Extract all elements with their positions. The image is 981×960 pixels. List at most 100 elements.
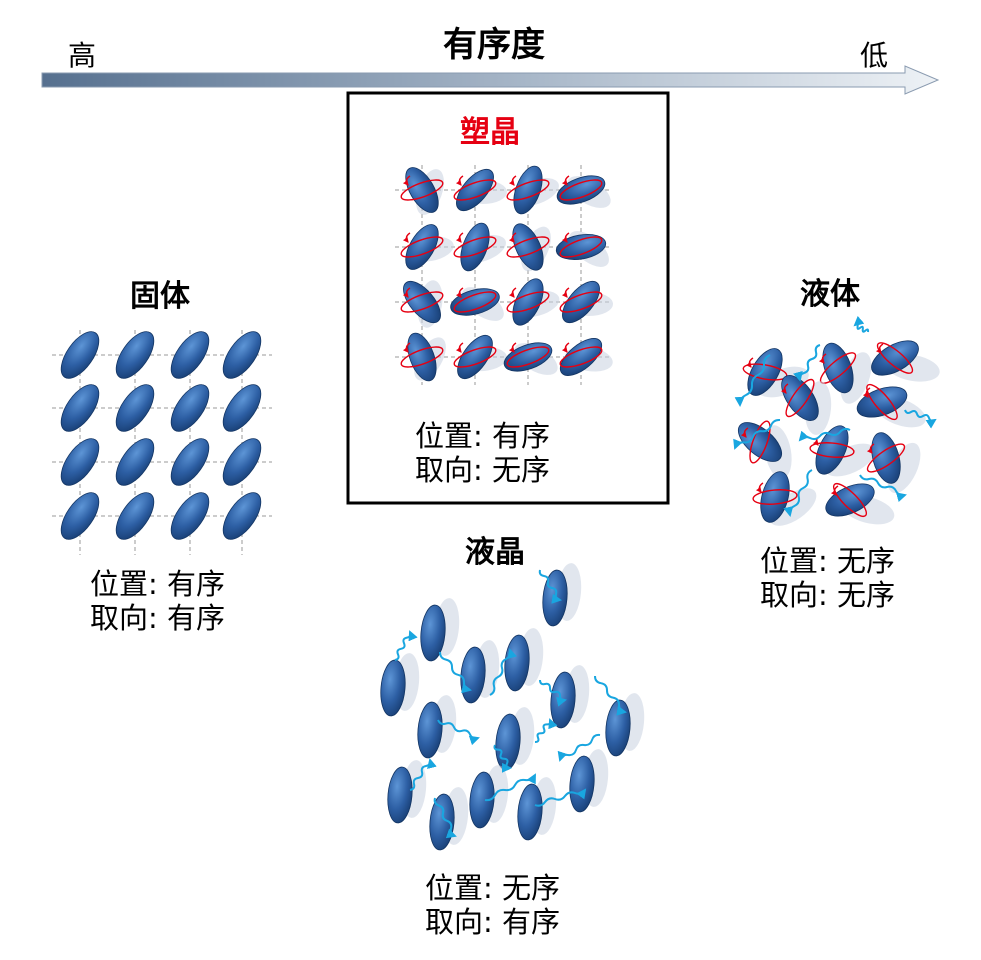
lc-diffusion-arrow-10 xyxy=(433,797,457,839)
solid-molecule-3-3 xyxy=(222,492,262,540)
liquid-crystal-molecules xyxy=(380,563,645,851)
plastic-rotation-3-3-curl xyxy=(562,342,570,353)
plastic-rotation-0-0-curl xyxy=(403,175,411,186)
liquid-diffusion-arrow-3 xyxy=(733,418,781,450)
solid-molecule-1-2 xyxy=(170,384,210,432)
plastic-rotation-2-0-curl xyxy=(403,287,411,298)
solid-molecule-3-0 xyxy=(60,492,100,540)
liquid-rotation-5-curl xyxy=(741,427,749,438)
liquid-rotation-4-curl xyxy=(863,387,871,398)
plastic-molecule-2-0 xyxy=(403,280,441,324)
plastic-rotation-3-1-curl xyxy=(456,342,464,353)
liquid-rotation-9-ring xyxy=(832,482,868,518)
solid-molecule-1-0 xyxy=(60,384,100,432)
plastic-rotation-2-2-ring xyxy=(506,291,550,313)
lc-orientation-text: 取向: 有序 xyxy=(425,905,560,939)
plastic-rotation-3-2-curl xyxy=(509,342,517,353)
plastic-molecule-1-2 xyxy=(512,223,544,271)
liquid-molecule-9 xyxy=(825,483,875,517)
liquid-rotation-9-curl xyxy=(831,485,839,496)
lc-diffusion-arrow-11 xyxy=(484,773,536,802)
solid-molecule-2-3 xyxy=(222,438,262,486)
solid-molecule-1-3 xyxy=(222,384,262,432)
solid-title: 固体 xyxy=(130,279,190,314)
plastic-rotation-1-1-curl xyxy=(456,232,464,243)
plastic-rotation-1-0-curl xyxy=(403,232,411,243)
plastic-molecule-2-2 xyxy=(512,278,544,326)
solid-molecule-0-2 xyxy=(170,331,210,379)
plastic-rotation-2-2-curl xyxy=(509,287,517,298)
liquid-crystal-title: 液晶 xyxy=(465,535,525,570)
liquid-molecule-6 xyxy=(815,425,849,475)
axis-low-label: 低 xyxy=(860,39,889,72)
liquid-orientation-text: 取向: 无序 xyxy=(760,578,895,612)
plastic-rotation-3-0-ring xyxy=(400,346,444,368)
liquid-rotation-6-ring xyxy=(809,442,855,458)
order-axis-arrow xyxy=(41,65,940,95)
liquid-molecule-5 xyxy=(738,422,782,462)
plastic-rotation-2-0-ring xyxy=(400,291,444,313)
lc-diffusion-arrow-12 xyxy=(534,788,587,807)
lc-diffusion-arrow-9 xyxy=(409,758,437,791)
plastic-molecule-3-2 xyxy=(503,342,553,372)
plastic-molecule-3-0 xyxy=(407,332,437,382)
plastic-rotation-2-1-curl xyxy=(456,287,464,298)
solid-molecule-0-3 xyxy=(222,331,262,379)
axis-high-label: 高 xyxy=(68,39,97,72)
plastic-rotation-3-1-ring xyxy=(453,346,497,368)
plastic-crystal-molecules xyxy=(395,165,613,385)
lc-molecule-12 xyxy=(469,771,495,829)
plastic-molecule-1-1 xyxy=(460,222,490,272)
plastic-molecule-1-0 xyxy=(405,224,439,270)
lc-diffusion-arrow-8 xyxy=(557,733,601,762)
liquid-molecule-1 xyxy=(822,342,854,394)
plastic-orientation-text: 取向: 无序 xyxy=(415,453,550,487)
liquid-molecule-3 xyxy=(781,375,819,421)
solid-molecule-0-1 xyxy=(115,331,155,379)
plastic-rotation-0-3-ring xyxy=(559,179,603,201)
liquid-rotation-2-ring xyxy=(876,342,914,374)
liquid-position-text: 位置: 无序 xyxy=(760,544,895,578)
plastic-rotation-0-3-curl xyxy=(562,175,570,186)
liquid-molecule-4 xyxy=(856,386,908,418)
plastic-rotation-2-3-ring xyxy=(559,291,603,313)
plastic-rotation-1-0-ring xyxy=(400,236,444,258)
lc-diffusion-arrow-0 xyxy=(538,569,562,604)
solid-molecule-2-2 xyxy=(170,438,210,486)
solid-orientation-text: 取向: 有序 xyxy=(90,601,225,635)
liquid-title: 液体 xyxy=(800,277,860,312)
axis-title: 有序度 xyxy=(443,25,545,65)
plastic-rotation-1-2-curl xyxy=(509,232,517,243)
liquid-molecule-0 xyxy=(747,348,783,396)
liquid-diffusion-arrow-1 xyxy=(793,344,821,382)
lc-diffusion-arrow-6 xyxy=(437,719,480,746)
plastic-rotation-3-0-curl xyxy=(403,342,411,353)
plastic-molecule-0-2 xyxy=(513,165,543,215)
lc-diffusion-arrow-3 xyxy=(489,648,517,696)
liquid-rotation-3-ring xyxy=(785,378,815,418)
plastic-crystal-box xyxy=(346,91,670,505)
liquid-rotation-4-ring xyxy=(866,383,898,421)
solid-molecule-1-1 xyxy=(115,384,155,432)
solid-molecule-2-0 xyxy=(60,438,100,486)
lc-diffusion-arrow-13 xyxy=(493,744,512,773)
liquid-rotation-7-curl xyxy=(867,443,875,454)
lc-diffusion-arrow-2 xyxy=(438,651,472,694)
solid-molecule-2-1 xyxy=(115,438,155,486)
lc-molecule-0 xyxy=(420,604,446,662)
liquid-rotation-2-curl xyxy=(876,343,884,354)
plastic-molecule-2-1 xyxy=(450,288,500,316)
liquid-rotation-8-ring xyxy=(752,489,798,505)
liquid-molecules xyxy=(733,315,940,526)
solid-molecules xyxy=(52,330,272,555)
plastic-rotation-0-1-ring xyxy=(453,179,497,201)
lc-diffusion-arrow-4 xyxy=(539,679,567,707)
lc-position-text: 位置: 无序 xyxy=(425,871,560,905)
plastic-molecule-0-3 xyxy=(556,175,606,205)
solid-molecule-3-2 xyxy=(170,492,210,540)
liquid-rotation-0-curl xyxy=(746,357,754,368)
liquid-diffusion-arrow-4 xyxy=(798,427,851,442)
solid-molecule-0-0 xyxy=(60,331,100,379)
lc-molecule-10 xyxy=(387,766,413,824)
